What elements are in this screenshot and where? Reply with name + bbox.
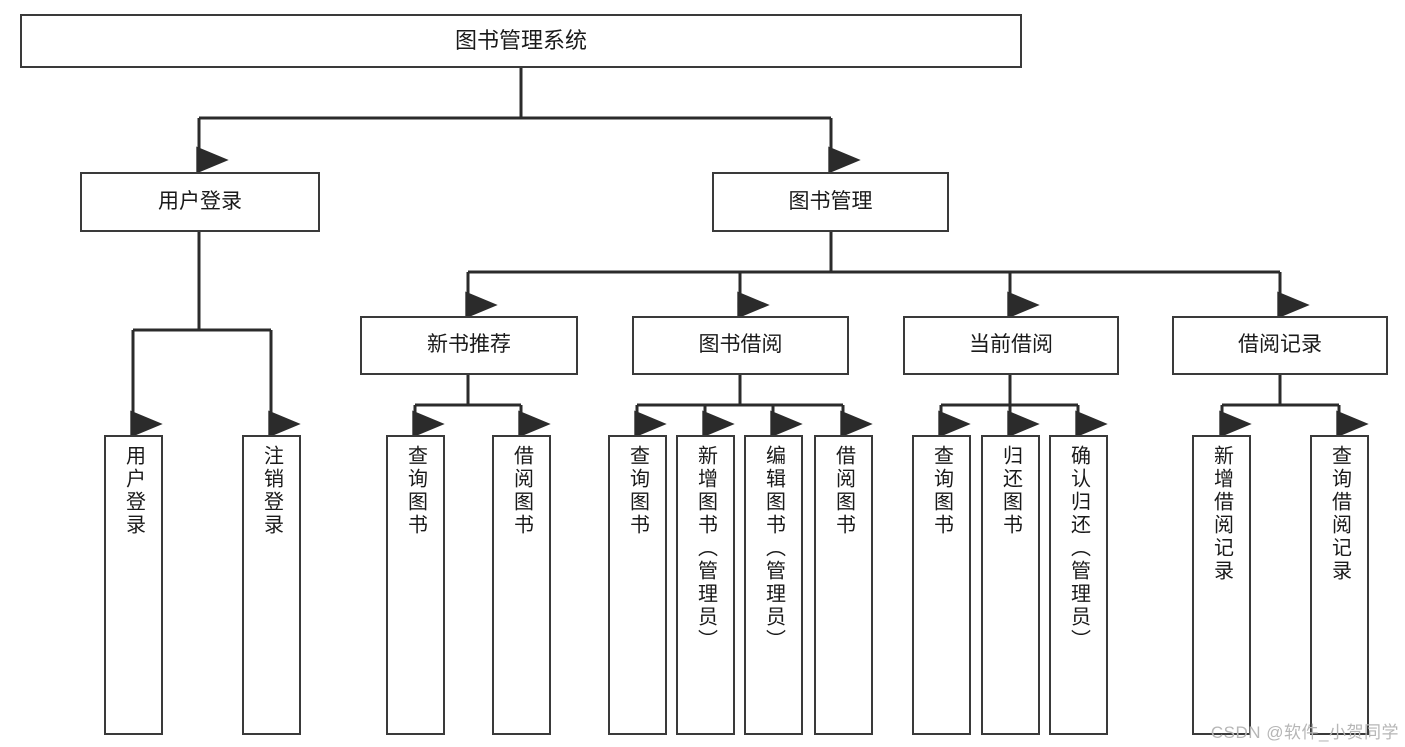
leaf-user-login-login[interactable]: 用户登录 bbox=[104, 435, 163, 735]
node-label: 确认归还（管理员） bbox=[1067, 445, 1090, 652]
node-label: 查询图书 bbox=[404, 445, 427, 537]
leaf-current-borrow-query-book[interactable]: 查询图书 bbox=[912, 435, 971, 735]
node-label: 归还图书 bbox=[999, 445, 1022, 537]
node-label: 查询借阅记录 bbox=[1328, 445, 1351, 583]
leaf-current-borrow-return-book[interactable]: 归还图书 bbox=[981, 435, 1040, 735]
node-label: 新增借阅记录 bbox=[1210, 445, 1233, 583]
node-label: 用户登录 bbox=[122, 445, 145, 537]
node-label: 新增图书（管理员） bbox=[694, 445, 717, 652]
node-new-book-recommend[interactable]: 新书推荐 bbox=[360, 316, 578, 375]
node-user-login[interactable]: 用户登录 bbox=[80, 172, 320, 232]
node-label: 用户登录 bbox=[158, 189, 242, 213]
leaf-book-borrow-query-book[interactable]: 查询图书 bbox=[608, 435, 667, 735]
leaf-borrow-record-add-record[interactable]: 新增借阅记录 bbox=[1192, 435, 1251, 735]
node-label: 查询图书 bbox=[626, 445, 649, 537]
node-book-borrow[interactable]: 图书借阅 bbox=[632, 316, 849, 375]
node-label: 新书推荐 bbox=[427, 333, 511, 357]
node-label: 查询图书 bbox=[930, 445, 953, 537]
node-label: 图书借阅 bbox=[698, 333, 783, 357]
csdn-watermark: CSDN @软件_小贺同学 bbox=[1210, 723, 1399, 742]
node-label: 借阅图书 bbox=[510, 445, 533, 537]
leaf-book-borrow-add-book-admin[interactable]: 新增图书（管理员） bbox=[676, 435, 735, 735]
leaf-book-borrow-edit-book-admin[interactable]: 编辑图书（管理员） bbox=[744, 435, 803, 735]
node-book-management[interactable]: 图书管理 bbox=[712, 172, 949, 232]
node-current-borrow[interactable]: 当前借阅 bbox=[903, 316, 1119, 375]
leaf-new-book-borrow-book[interactable]: 借阅图书 bbox=[492, 435, 551, 735]
node-label: 图书管理系统 bbox=[454, 28, 587, 54]
leaf-book-borrow-borrow-book[interactable]: 借阅图书 bbox=[814, 435, 873, 735]
leaf-current-borrow-confirm-return-admin[interactable]: 确认归还（管理员） bbox=[1049, 435, 1108, 735]
leaf-new-book-query-book[interactable]: 查询图书 bbox=[386, 435, 445, 735]
node-label: 当前借阅 bbox=[969, 333, 1053, 357]
node-root-system[interactable]: 图书管理系统 bbox=[20, 14, 1022, 68]
leaf-borrow-record-query-record[interactable]: 查询借阅记录 bbox=[1310, 435, 1369, 735]
node-label: 注销登录 bbox=[260, 445, 283, 537]
leaf-user-login-logout[interactable]: 注销登录 bbox=[242, 435, 301, 735]
node-label: 编辑图书（管理员） bbox=[762, 445, 785, 652]
node-label: 借阅记录 bbox=[1238, 333, 1322, 357]
node-borrow-record[interactable]: 借阅记录 bbox=[1172, 316, 1388, 375]
node-label: 借阅图书 bbox=[832, 445, 855, 537]
node-label: 图书管理 bbox=[788, 189, 873, 213]
